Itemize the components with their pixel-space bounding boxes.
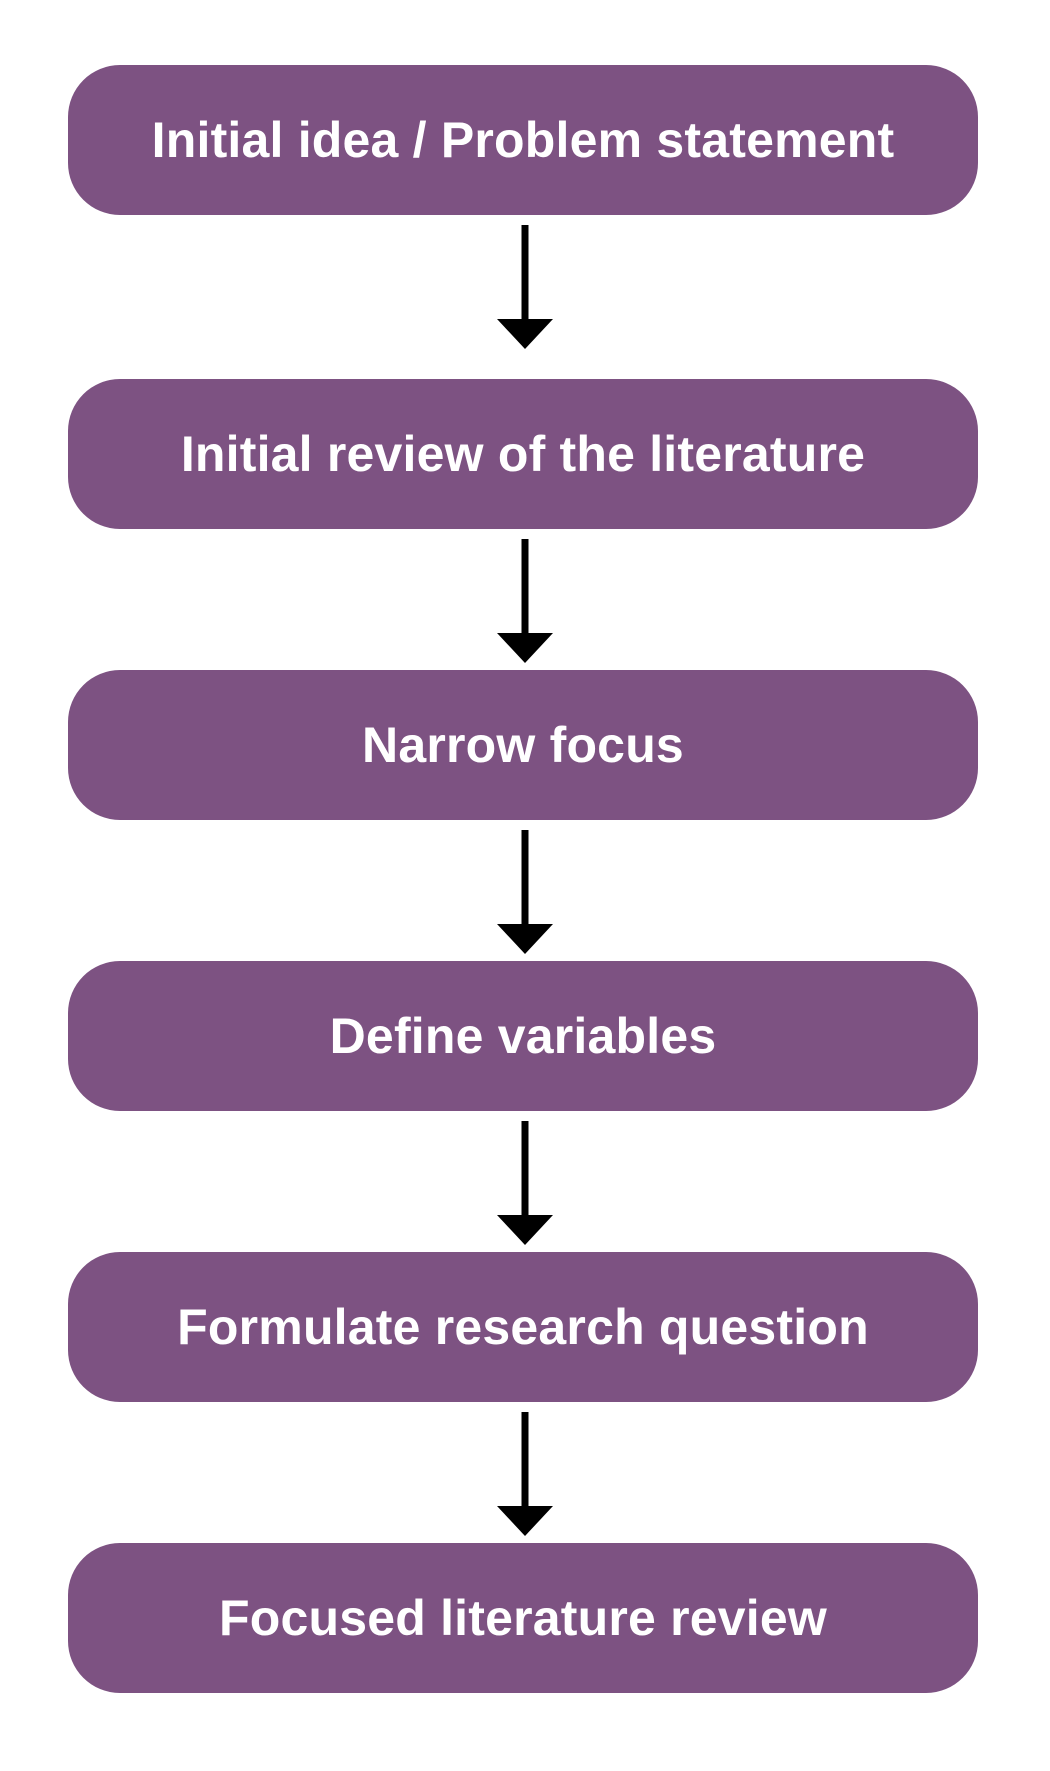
down-arrow-icon bbox=[497, 1121, 553, 1245]
step-box-narrow-focus: Narrow focus bbox=[68, 670, 978, 820]
down-arrow-icon bbox=[497, 1412, 553, 1536]
step-box-initial-review: Initial review of the literature bbox=[68, 379, 978, 529]
down-arrow-icon bbox=[497, 225, 553, 349]
step-label: Define variables bbox=[329, 1008, 717, 1064]
step-box-define-variables: Define variables bbox=[68, 961, 978, 1111]
step-box-initial-idea: Initial idea / Problem statement bbox=[68, 65, 978, 215]
step-box-formulate-question: Formulate research question bbox=[68, 1252, 978, 1402]
down-arrow-icon bbox=[497, 539, 553, 663]
step-label: Initial idea / Problem statement bbox=[151, 112, 895, 168]
step-label: Focused literature review bbox=[218, 1590, 827, 1646]
down-arrow-icon bbox=[497, 830, 553, 954]
step-box-focused-review: Focused literature review bbox=[68, 1543, 978, 1693]
step-label: Formulate research question bbox=[177, 1299, 869, 1355]
step-label: Initial review of the literature bbox=[180, 426, 866, 482]
step-label: Narrow focus bbox=[362, 717, 684, 773]
